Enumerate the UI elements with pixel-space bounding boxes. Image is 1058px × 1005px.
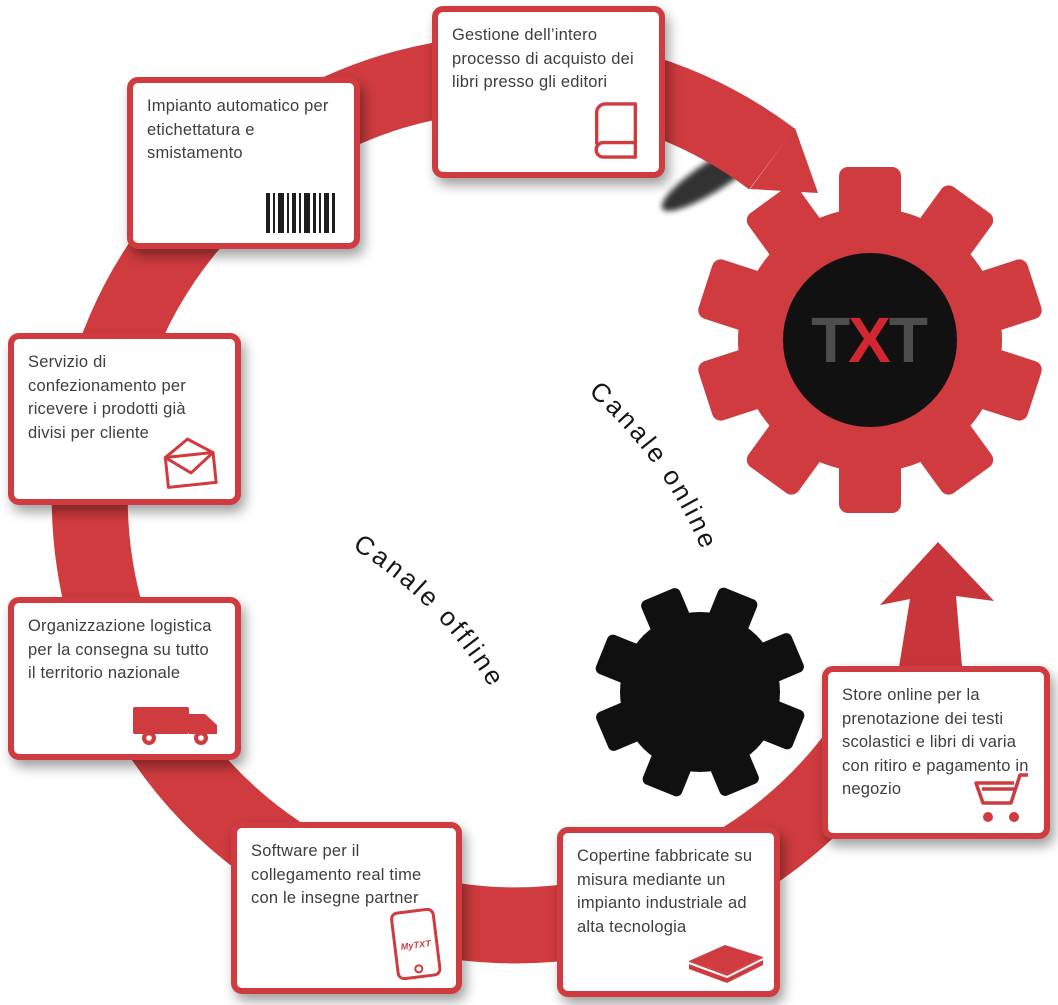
- process-step-logistica: Organizzazione logistica per la consegna…: [8, 597, 241, 760]
- flow-up-arrow: [880, 542, 994, 701]
- txt-logo: TXT: [811, 304, 929, 376]
- barcode-icon: [266, 193, 335, 233]
- secondary-gear-icon: [595, 587, 805, 797]
- cart-icon: [974, 773, 1028, 822]
- process-step-software-partner: Software per il collegamento real time c…: [231, 822, 462, 994]
- process-step-store-online: Store online per la prenotazione dei tes…: [822, 666, 1050, 839]
- truck-icon: [133, 707, 217, 745]
- book-solid-icon: [688, 945, 764, 983]
- step-text: Copertine fabbricate su misura mediante …: [577, 847, 753, 936]
- step-text: Impianto automatico per etichettatura e …: [147, 97, 329, 163]
- tablet-icon: MyTXT: [390, 908, 442, 981]
- step-text: Store online per la prenotazione dei tes…: [842, 686, 1029, 799]
- txt-logo-t2: T: [889, 304, 929, 376]
- envelope-icon: [163, 437, 218, 489]
- txt-logo-x: X: [848, 304, 892, 376]
- flow-ring-tip-top: [750, 128, 818, 193]
- gear-center: [783, 253, 957, 427]
- step-text: Gestione dell’intero processo di acquist…: [452, 26, 634, 92]
- tablet-screen-label: MyTXT: [400, 938, 433, 952]
- process-step-confezionamento: Servizio di confezionamento per ricevere…: [8, 333, 241, 505]
- txt-gear-icon: TXT: [698, 167, 1042, 513]
- process-step-copertine: Copertine fabbricate su misura mediante …: [557, 827, 780, 997]
- step-text: Organizzazione logistica per la consegna…: [28, 617, 212, 683]
- txt-logo-t1: T: [811, 304, 851, 376]
- step-text: Servizio di confezionamento per ricevere…: [28, 353, 186, 442]
- process-step-gestione-acquisto: Gestione dell’intero processo di acquist…: [432, 6, 665, 178]
- process-step-etichettatura: Impianto automatico per etichettatura e …: [127, 77, 360, 249]
- canale-online-label: Canale online: [584, 375, 725, 555]
- step-text: Software per il collegamento real time c…: [251, 842, 422, 908]
- canale-offline-label: Canale offline: [349, 528, 512, 693]
- book-outline-icon: [594, 102, 638, 159]
